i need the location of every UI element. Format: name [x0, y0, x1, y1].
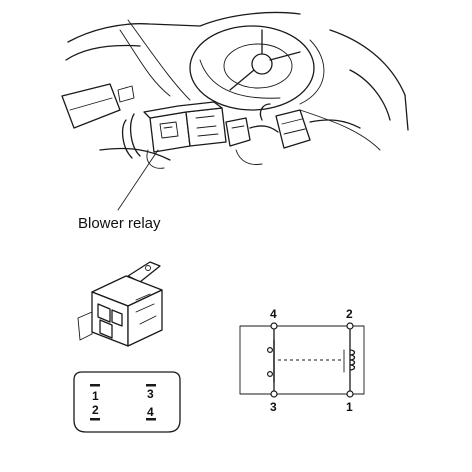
relay-schematic: [239, 322, 365, 398]
blower-wheel-outline: [189, 25, 315, 111]
schematic-pin-4-label: 4: [270, 307, 277, 321]
relay-coil: [349, 349, 356, 371]
callout-leader: [117, 149, 159, 211]
connector-pin-4-label: 4: [147, 405, 154, 419]
connector-pin-2-label: 2: [92, 403, 99, 417]
blower-hub: [251, 53, 273, 75]
schematic-pin-1-label: 1: [346, 400, 353, 414]
schematic-pin-2-label: 2: [346, 307, 353, 321]
relay-isometric: [77, 261, 163, 347]
relay-installed: [143, 101, 227, 153]
connector-pin-3-label: 3: [147, 387, 154, 401]
installation-illustration: [61, 11, 409, 211]
schematic-pin-3-label: 3: [270, 400, 277, 414]
connector-face: [73, 371, 181, 433]
blower-relay-label: Blower relay: [78, 215, 161, 232]
connector-pin-1-label: 1: [92, 389, 99, 403]
